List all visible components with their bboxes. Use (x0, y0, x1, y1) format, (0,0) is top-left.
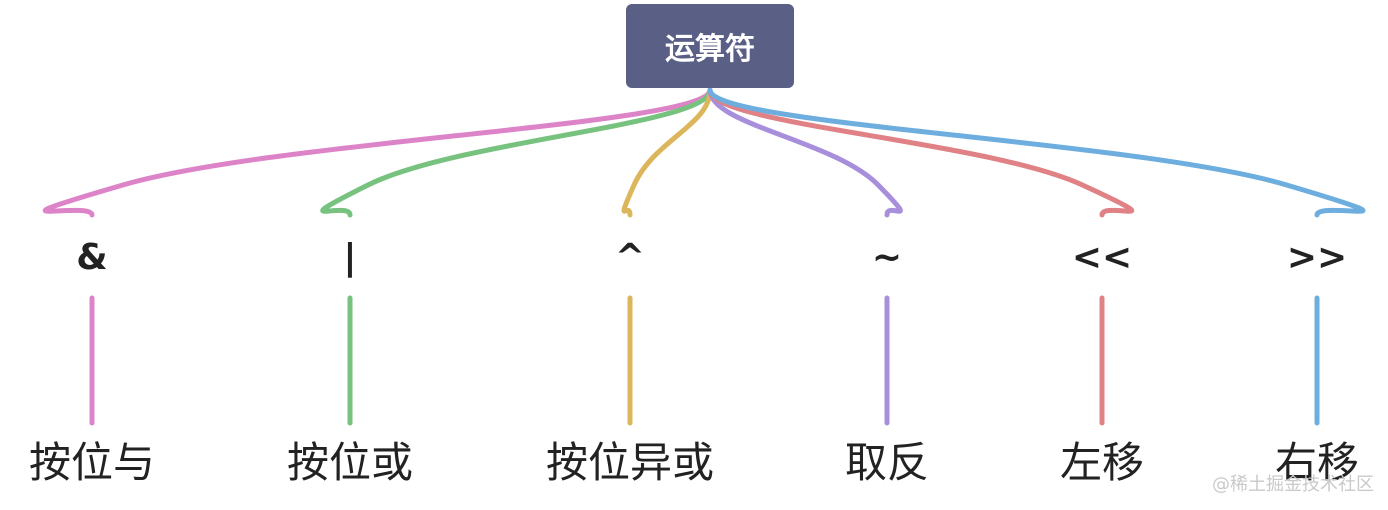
connector-curve-left-shift (707, 87, 1135, 218)
description-or: 按位或 (286, 438, 413, 487)
connector-curve-or (320, 87, 713, 218)
connector-curve-xor (621, 87, 713, 218)
operator-and: & (76, 237, 108, 278)
description-left-shift: 左移 (1059, 438, 1144, 487)
connector-curve-not (707, 87, 903, 218)
operator-not: ~ (871, 237, 903, 278)
connector-curve-right-shift (707, 87, 1366, 218)
description-right-shift: 右移 (1274, 438, 1359, 487)
operator-or: | (343, 237, 357, 278)
operator-right-shift: >> (1286, 237, 1348, 278)
description-and: 按位与 (28, 438, 155, 487)
description-not: 取反 (844, 438, 929, 487)
watermark: @稀土掘金技术社区 (1212, 474, 1374, 495)
connector-curve-and (42, 87, 713, 218)
description-xor: 按位异或 (545, 438, 714, 487)
root-node: 运算符 (626, 4, 794, 88)
operator-xor: ^ (614, 237, 646, 278)
root-node-label: 运算符 (665, 32, 755, 67)
operator-left-shift: << (1071, 237, 1133, 278)
